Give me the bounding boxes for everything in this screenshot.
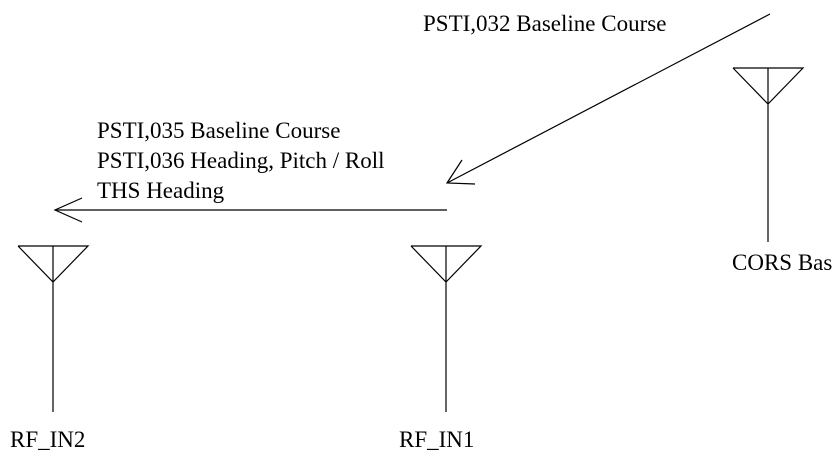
arrow-rf-in1-to-rf-in2 xyxy=(53,197,447,223)
arrow-cors-to-rf-in1 xyxy=(445,13,771,185)
label-psti036: PSTI,036 Heading, Pitch / Roll xyxy=(97,148,385,173)
antenna-icon-cors-base xyxy=(732,67,805,242)
label-ths: THS Heading xyxy=(97,178,225,203)
arrow-head xyxy=(445,159,476,185)
arrow-line xyxy=(446,13,771,184)
label-rf-in1: RF_IN1 xyxy=(399,427,474,452)
label-cors-base: CORS Base xyxy=(732,250,833,275)
antenna-icon-rf-in1 xyxy=(410,245,483,412)
antenna-icon-rf-in2 xyxy=(17,245,90,412)
arrow-head xyxy=(53,197,83,223)
label-rf-in2: RF_IN2 xyxy=(10,427,85,452)
label-psti032: PSTI,032 Baseline Course xyxy=(423,11,666,36)
label-psti035: PSTI,035 Baseline Course xyxy=(97,118,340,143)
